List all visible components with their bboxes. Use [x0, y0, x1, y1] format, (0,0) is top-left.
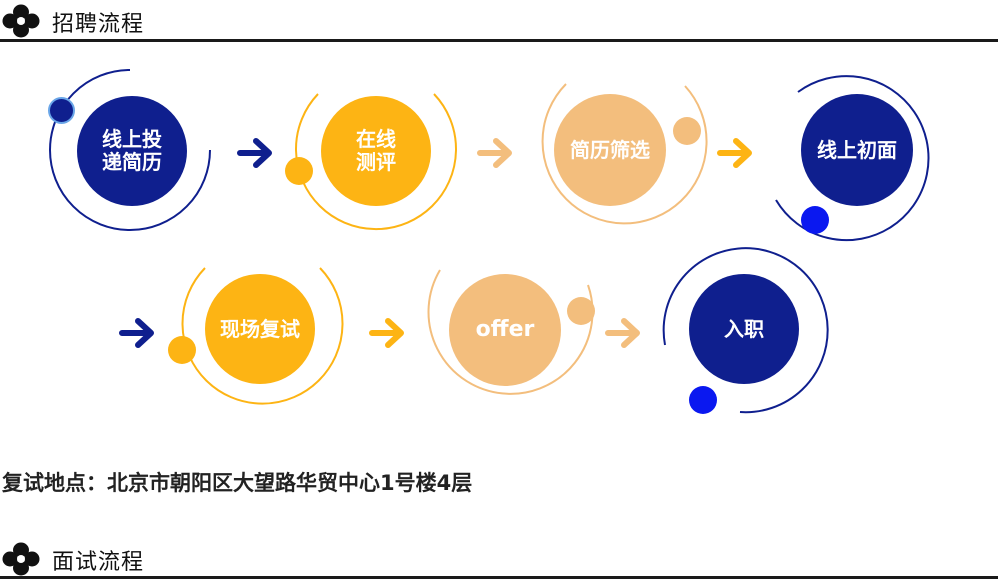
section-header-recruitment: 招聘流程 — [0, 0, 998, 42]
arrow-right-icon — [477, 138, 512, 168]
ring-marker-dot — [48, 97, 75, 124]
step-onsite-second-interview: 现场复试 — [205, 274, 315, 384]
arrow-right-icon — [717, 138, 752, 168]
step-online-assessment: 在线 测评 — [321, 96, 431, 206]
step-resume-screening: 简历筛选 — [554, 94, 666, 206]
step-online-application: 线上投 递简历 — [77, 96, 187, 206]
step-label-line2: 测评 — [356, 150, 396, 174]
section-title: 招聘流程 — [52, 12, 145, 37]
step-offer: offer — [449, 274, 561, 386]
interview-location-text: 复试地点：北京市朝阳区大望路华贸中心1号楼4层 — [2, 471, 473, 495]
ring-marker-dot — [801, 206, 829, 234]
step-online-first-interview: 线上初面 — [801, 94, 913, 206]
section-header-interview: 面试流程 — [0, 538, 998, 580]
step-label-line2: 递简历 — [102, 150, 162, 174]
step-label-line1: 在线 — [356, 127, 396, 151]
flower-logo-icon — [2, 542, 40, 576]
arrow-right-icon — [119, 318, 154, 348]
step-onboarding: 入职 — [689, 274, 799, 384]
arrow-right-icon — [605, 318, 640, 348]
section-title: 面试流程 — [52, 550, 145, 575]
step-label: 入职 — [724, 316, 764, 341]
ring-marker-dot — [673, 117, 701, 145]
step-label: 现场复试 — [220, 316, 300, 341]
step-label: offer — [475, 317, 535, 343]
arrow-right-icon — [237, 138, 272, 168]
section-divider — [0, 576, 998, 579]
ring-marker-dot — [285, 157, 313, 185]
step-label-line1: 线上投 — [102, 127, 162, 151]
step-label: 线上初面 — [817, 137, 897, 162]
ring-marker-dot — [567, 297, 595, 325]
ring-marker-dot — [168, 336, 196, 364]
step-label: 简历筛选 — [570, 137, 650, 162]
section-divider — [0, 39, 998, 42]
ring-marker-dot — [689, 386, 717, 414]
flower-logo-icon — [2, 4, 40, 38]
arrow-right-icon — [369, 318, 404, 348]
